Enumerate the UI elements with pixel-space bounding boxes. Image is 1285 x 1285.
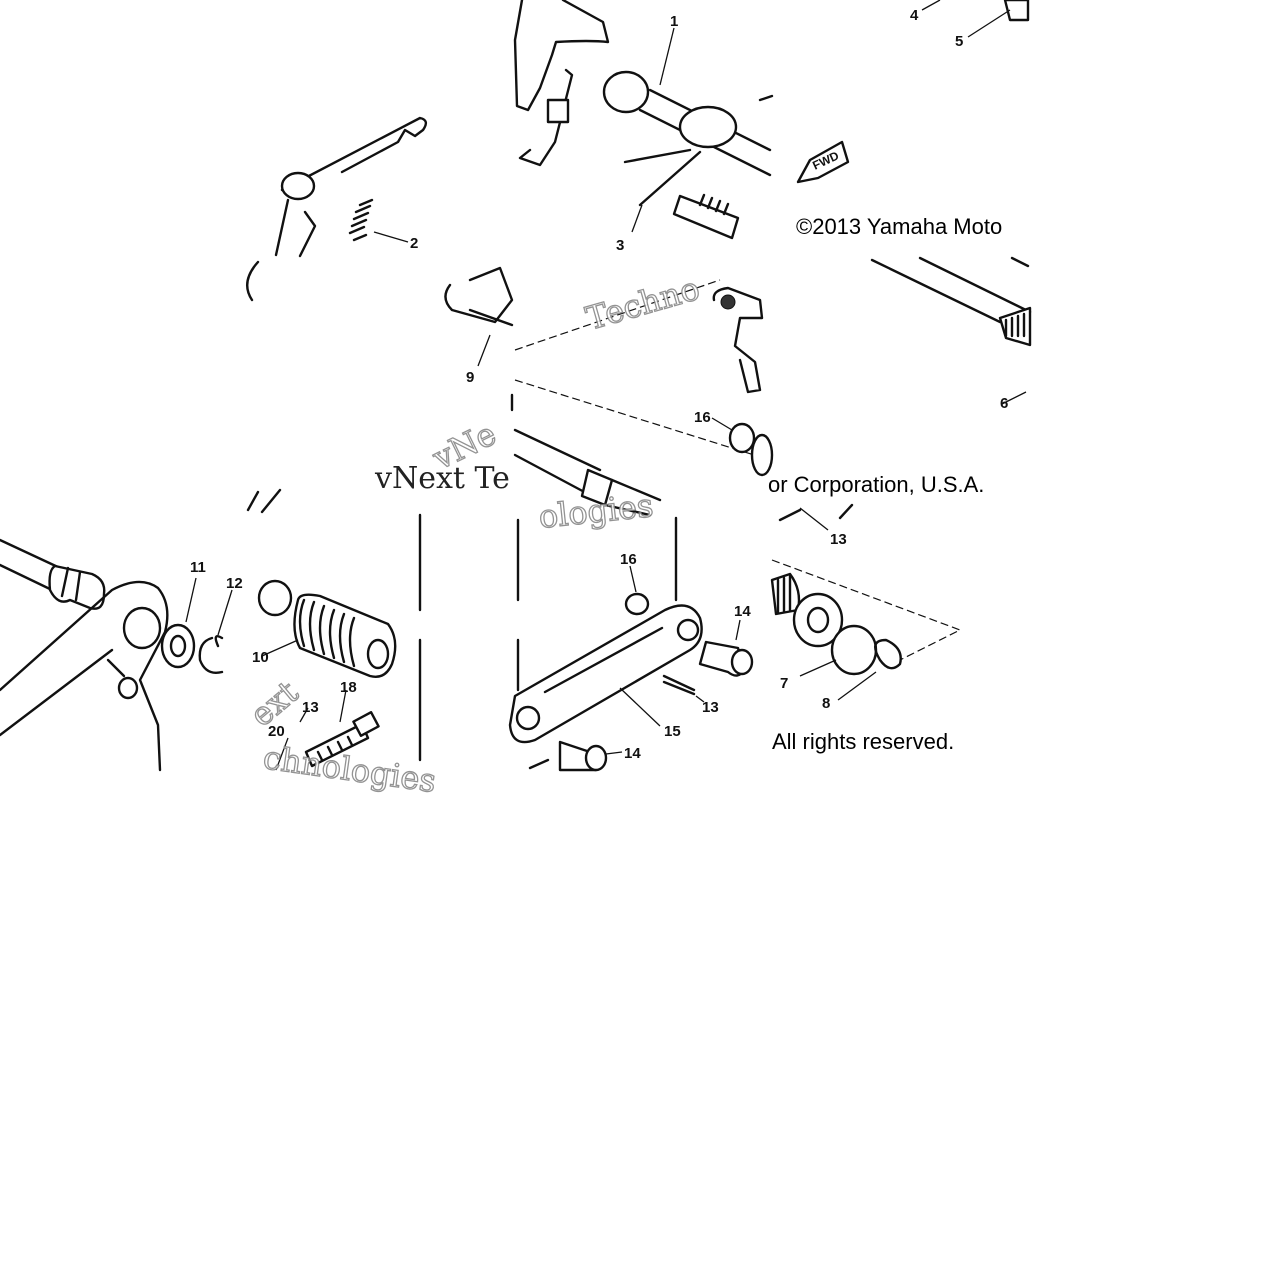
callout-4: 4 [910,7,919,24]
pin-part-14 [558,619,754,772]
circlip-part-8 [837,638,902,701]
callout-8: 8 [822,695,830,712]
pin-part-3 [631,193,740,240]
rubber-footpeg-part-10 [257,579,397,678]
callout-15: 15 [664,723,681,740]
callout-7: 7 [780,675,788,692]
watermark-ologies: ologies [537,486,655,536]
shift-arm-part [514,279,771,461]
cotter-pin-part-13 [528,674,705,770]
shift-lever-upper-part [246,116,428,302]
callout-13b: 13 [702,699,719,716]
watermark-techno: Techno [582,269,704,338]
callout-14b: 14 [624,745,641,762]
washer-part-16-upper [711,417,774,477]
callout-9: 9 [466,369,474,386]
bolt-part-18 [275,513,422,771]
callout-2: 2 [410,235,418,252]
washer-part-11 [160,577,197,669]
callout-13a: 13 [830,531,847,548]
linkage-rod-part-15 [508,516,703,744]
callout-5: 5 [955,33,963,50]
callout-10: 10 [252,649,269,666]
callout-11: 11 [190,559,206,576]
copyright-middle: or Corporation, U.S.A. [768,472,984,497]
callout-1: 1 [670,13,678,30]
callout-3: 3 [616,237,624,254]
copyright-bottom: All rights reserved. [772,729,954,754]
shaft-part-10-upper [246,393,662,517]
watermark-layer: Techno vNe vNext Te ologies ext chnologi… [242,268,704,800]
watermark-vnext-te: vNext Te [374,461,510,496]
pin-part-13-upper [778,503,854,531]
pivot-part-9 [444,266,514,367]
shift-shaft-part-6 [758,94,1032,405]
callout-18: 18 [340,679,357,696]
fwd-arrow-icon: FWD [796,140,850,184]
callout-20: 20 [268,723,285,740]
callout-numbers: 1 2 3 4 5 6 7 8 9 10 11 12 13 13 13 14 1… [190,7,1008,762]
copyright-top: ©2013 Yamaha Moto [796,214,1002,239]
watermark-ext: ext [243,673,306,734]
callout-12: 12 [226,575,243,592]
clip-part-12 [198,589,233,674]
callout-13c: 13 [302,699,319,716]
callout-16a: 16 [694,409,711,426]
nut-part-4-5 [921,0,1030,38]
copyright-block: ©2013 Yamaha Moto or Corporation, U.S.A.… [768,214,1002,754]
shift-shaft-part-1 [513,0,772,207]
callout-6: 6 [1000,395,1008,412]
callout-16b: 16 [620,551,637,568]
washer-part-7 [792,592,878,677]
shift-pedal-arm [0,538,169,772]
spring-part-2 [348,198,409,243]
callout-14a: 14 [734,603,751,620]
